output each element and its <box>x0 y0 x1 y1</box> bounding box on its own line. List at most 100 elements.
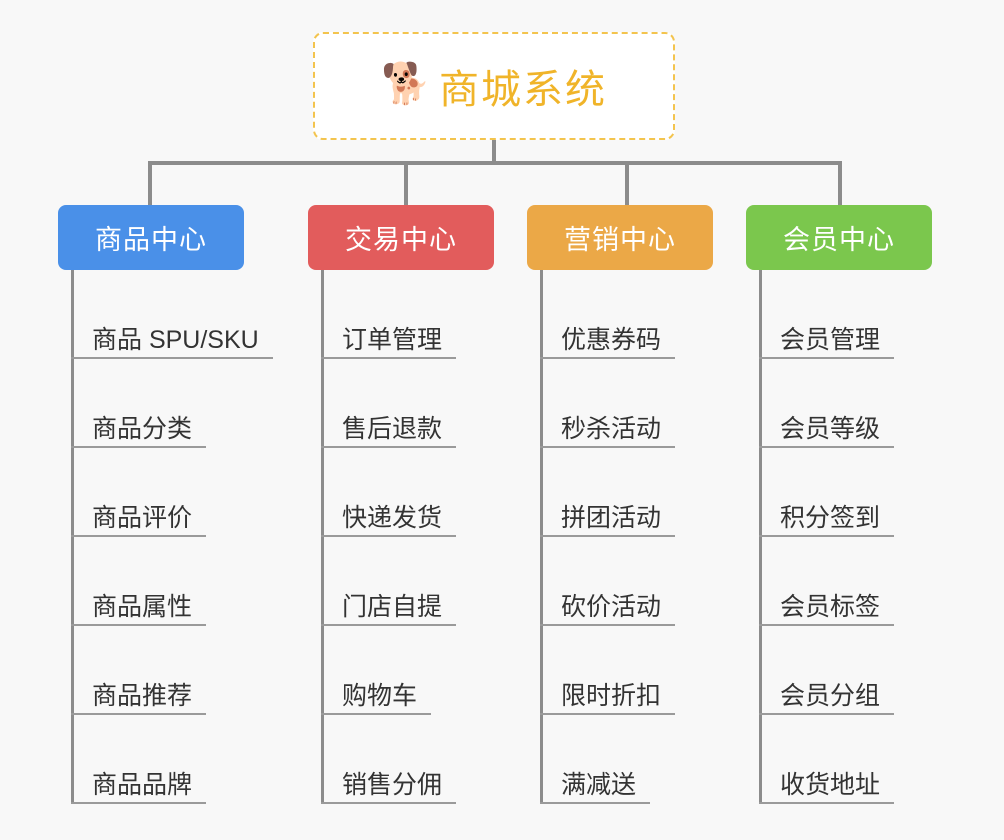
shiba-dog-icon: 🐕 <box>381 62 431 106</box>
leaf-item[interactable]: 商品属性 <box>58 537 244 626</box>
leaf-item-label: 售后退款 <box>342 414 443 443</box>
leaf-item[interactable]: 拼团活动 <box>527 448 713 537</box>
leaf-item-label: 砍价活动 <box>561 592 662 621</box>
leaf-item[interactable]: 收货地址 <box>746 715 932 804</box>
leaf-list-product-center: 商品 SPU/SKU 商品分类商品评价商品属性商品推荐商品品牌 <box>58 270 273 804</box>
root-node[interactable]: 🐕 商城系统 <box>313 32 675 140</box>
root-title: 商城系统 <box>439 68 607 112</box>
leaf-trunk-line <box>759 270 762 804</box>
leaf-item-label: 拼团活动 <box>561 503 662 532</box>
category-title: 商品中心 <box>95 225 207 255</box>
leaf-list-member-center: 会员管理会员等级积分签到会员标签会员分组收货地址 <box>746 270 932 804</box>
leaf-item-label: 商品推荐 <box>92 681 193 710</box>
connector-drop-member-center <box>838 161 842 205</box>
leaf-item[interactable]: 秒杀活动 <box>527 359 713 448</box>
category-header-trade-center[interactable]: 交易中心 <box>308 205 494 270</box>
leaf-item-label: 优惠券码 <box>561 325 662 354</box>
leaf-item-label: 秒杀活动 <box>561 414 662 443</box>
leaf-item[interactable]: 会员管理 <box>746 270 932 359</box>
leaf-item-underline <box>71 357 273 359</box>
column-trade-center: 交易中心订单管理售后退款快递发货门店自提购物车销售分佣 <box>308 205 494 804</box>
leaf-item[interactable]: 订单管理 <box>308 270 494 359</box>
leaf-item-label: 积分签到 <box>780 503 881 532</box>
leaf-item-underline <box>71 624 206 626</box>
leaf-item[interactable]: 售后退款 <box>308 359 494 448</box>
leaf-item-underline <box>759 357 894 359</box>
leaf-item-underline <box>321 624 456 626</box>
leaf-item-label: 商品品牌 <box>92 770 193 799</box>
column-marketing-center: 营销中心优惠券码秒杀活动拼团活动砍价活动限时折扣满减送 <box>527 205 713 804</box>
leaf-item[interactable]: 会员分组 <box>746 626 932 715</box>
leaf-item-label: 购物车 <box>342 681 418 710</box>
leaf-list-marketing-center: 优惠券码秒杀活动拼团活动砍价活动限时折扣满减送 <box>527 270 713 804</box>
leaf-item-underline <box>759 446 894 448</box>
leaf-item[interactable]: 商品分类 <box>58 359 244 448</box>
leaf-trunk-line <box>71 270 74 804</box>
leaf-item-underline <box>321 802 456 804</box>
connector-drop-marketing-center <box>625 161 629 205</box>
leaf-item[interactable]: 砍价活动 <box>527 537 713 626</box>
leaf-item[interactable]: 积分签到 <box>746 448 932 537</box>
leaf-item-underline <box>759 802 894 804</box>
leaf-item-label: 商品属性 <box>92 592 193 621</box>
leaf-item-underline <box>321 446 456 448</box>
category-header-member-center[interactable]: 会员中心 <box>746 205 932 270</box>
connector-drop-product-center <box>148 161 152 205</box>
leaf-item-underline <box>759 713 894 715</box>
leaf-item-label: 商品分类 <box>92 414 193 443</box>
category-header-product-center[interactable]: 商品中心 <box>58 205 244 270</box>
leaf-item-underline <box>71 446 206 448</box>
leaf-item[interactable]: 商品评价 <box>58 448 244 537</box>
leaf-list-trade-center: 订单管理售后退款快递发货门店自提购物车销售分佣 <box>308 270 494 804</box>
category-title: 营销中心 <box>564 225 676 255</box>
leaf-item-underline <box>71 713 206 715</box>
category-title: 交易中心 <box>345 225 457 255</box>
leaf-item-underline <box>540 624 675 626</box>
leaf-item-underline <box>540 446 675 448</box>
category-header-marketing-center[interactable]: 营销中心 <box>527 205 713 270</box>
leaf-item[interactable]: 商品推荐 <box>58 626 244 715</box>
leaf-item-label: 限时折扣 <box>561 681 662 710</box>
leaf-item-label: 会员分组 <box>780 681 881 710</box>
leaf-item-label: 会员等级 <box>780 414 881 443</box>
leaf-item-underline <box>540 535 675 537</box>
leaf-item-label: 销售分佣 <box>342 770 443 799</box>
leaf-item[interactable]: 优惠券码 <box>527 270 713 359</box>
leaf-item-label: 会员管理 <box>780 325 881 354</box>
leaf-item-label: 会员标签 <box>780 592 881 621</box>
leaf-item-label: 收货地址 <box>780 770 881 799</box>
leaf-item-label: 商品 SPU/SKU <box>92 325 259 354</box>
leaf-item[interactable]: 限时折扣 <box>527 626 713 715</box>
leaf-item-underline <box>321 535 456 537</box>
leaf-item[interactable]: 会员标签 <box>746 537 932 626</box>
leaf-item[interactable]: 会员等级 <box>746 359 932 448</box>
column-member-center: 会员中心会员管理会员等级积分签到会员标签会员分组收货地址 <box>746 205 932 804</box>
leaf-item[interactable]: 满减送 <box>527 715 713 804</box>
leaf-item[interactable]: 门店自提 <box>308 537 494 626</box>
connector-bus <box>148 161 840 165</box>
leaf-item[interactable]: 商品 SPU/SKU <box>58 270 273 359</box>
leaf-item-underline <box>540 713 675 715</box>
leaf-item-underline <box>540 802 650 804</box>
leaf-item-label: 快递发货 <box>342 503 443 532</box>
leaf-item[interactable]: 快递发货 <box>308 448 494 537</box>
connector-drop-trade-center <box>404 161 408 205</box>
leaf-item-underline <box>321 713 431 715</box>
leaf-item-label: 满减送 <box>561 770 637 799</box>
leaf-item-label: 门店自提 <box>342 592 443 621</box>
leaf-trunk-line <box>540 270 543 804</box>
leaf-trunk-line <box>321 270 324 804</box>
leaf-item-underline <box>71 535 206 537</box>
leaf-item-underline <box>71 802 206 804</box>
connector-stem <box>492 140 496 163</box>
leaf-item-label: 商品评价 <box>92 503 193 532</box>
leaf-item-underline <box>321 357 456 359</box>
column-product-center: 商品中心商品 SPU/SKU 商品分类商品评价商品属性商品推荐商品品牌 <box>58 205 273 804</box>
leaf-item[interactable]: 购物车 <box>308 626 494 715</box>
leaf-item-underline <box>759 624 894 626</box>
category-title: 会员中心 <box>783 225 895 255</box>
leaf-item[interactable]: 商品品牌 <box>58 715 244 804</box>
leaf-item-underline <box>540 357 675 359</box>
leaf-item[interactable]: 销售分佣 <box>308 715 494 804</box>
